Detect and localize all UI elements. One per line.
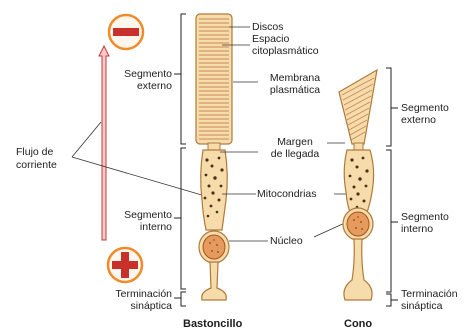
- nucleo-label: Núcleo: [270, 235, 303, 247]
- minus-icon: [109, 15, 143, 49]
- rod-brackets: [174, 14, 186, 306]
- espacio-label-line2: citoplasmático: [252, 45, 319, 57]
- plus-icon: [108, 248, 142, 282]
- flujo-label-line2: corriente: [16, 159, 57, 171]
- rod-inner-segment-label-line1: Segmento: [110, 209, 172, 221]
- center-leader-lines: [220, 27, 352, 241]
- cone-brackets: [386, 68, 398, 306]
- rod-synaptic-label-line2: sináptica: [100, 300, 172, 312]
- membrana-label-line1: Membrana: [259, 72, 331, 84]
- rod-inner-segment-label-line2: interno: [110, 221, 172, 233]
- flujo-leader-lines: [72, 122, 212, 198]
- cone-inner-segment-label-line1: Segmento: [401, 211, 449, 223]
- cono-title: Cono: [344, 318, 372, 330]
- margen-label-line1: Margen: [259, 136, 331, 148]
- cone-outer-segment-label-line2: externo: [401, 114, 436, 126]
- espacio-label-line1: Espacio: [252, 33, 289, 45]
- rod-synaptic-label-line1: Terminación: [100, 288, 172, 300]
- bastoncillo-title: Bastoncillo: [183, 318, 242, 330]
- cone-inner-segment-label-line2: interno: [401, 223, 433, 235]
- flujo-label-line1: Flujo de: [16, 146, 53, 158]
- margen-label-line2: de llegada: [259, 148, 331, 160]
- membrana-label-line2: plasmática: [259, 84, 331, 96]
- mitocondrias-label: Mitocondrias: [257, 188, 317, 200]
- cone-synaptic-label-line1: Terminación: [401, 288, 458, 300]
- current-flow-arrow: [99, 46, 109, 240]
- rod-cell: [196, 14, 232, 300]
- cone-cell: [339, 70, 377, 300]
- rod-outer-segment-label-line2: externo: [110, 80, 172, 92]
- discos-label: Discos: [252, 21, 284, 33]
- rod-outer-segment-label-line1: Segmento: [110, 68, 172, 80]
- cone-outer-segment-label-line1: Segmento: [401, 102, 449, 114]
- cone-synaptic-label-line2: sináptica: [401, 300, 442, 312]
